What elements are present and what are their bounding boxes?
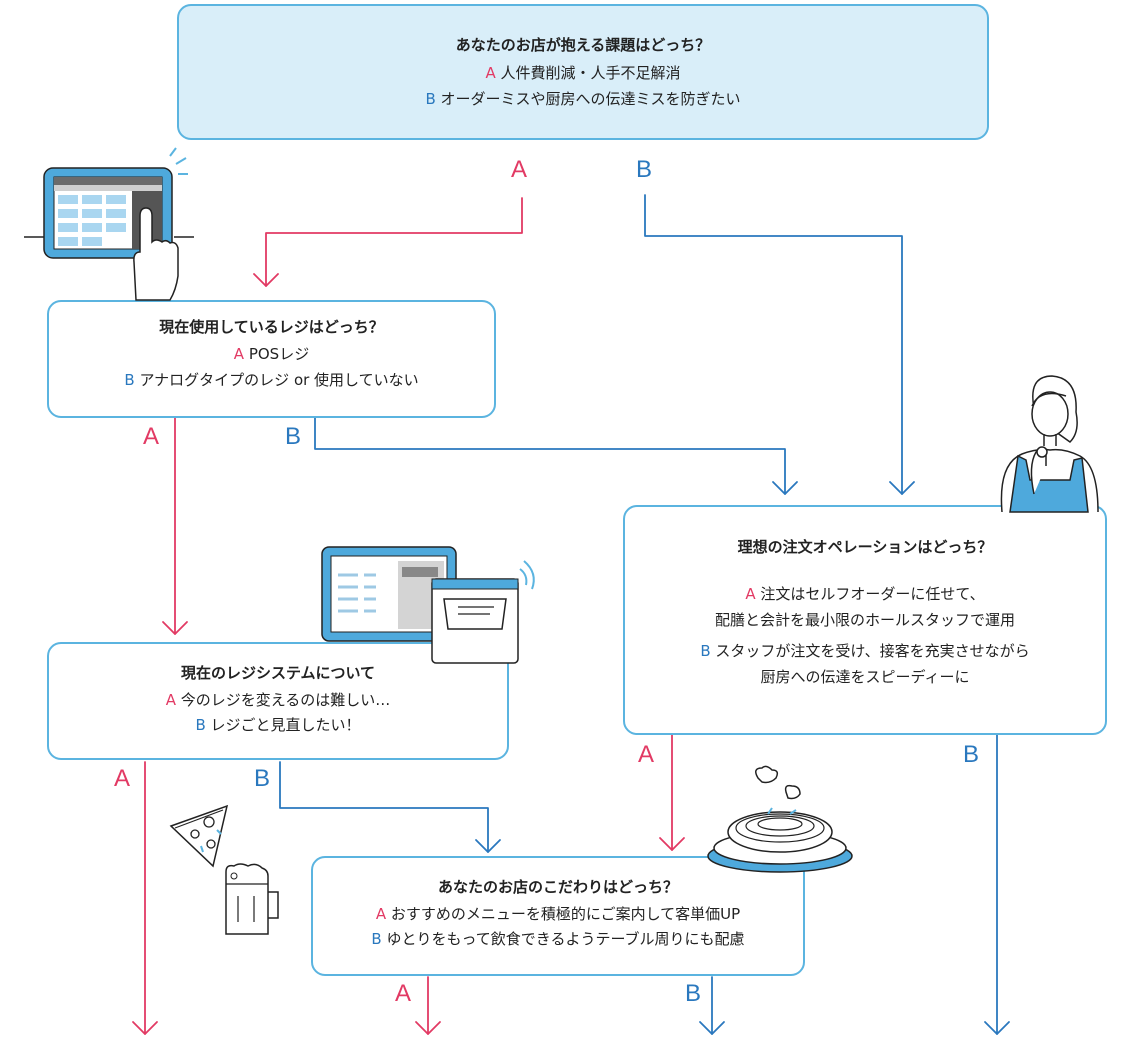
option-b-text: オーダーミスや厨房への伝達ミスを防ぎたい	[440, 90, 741, 108]
pizza-slice-icon	[169, 804, 229, 868]
question-box-q1: あなたのお店が抱える課題はどっち？ A 人件費削減・人手不足解消 B オーダーミ…	[177, 4, 989, 140]
option-b: B オーダーミスや厨房への伝達ミスを防ぎたい	[179, 92, 987, 107]
arrowhead-q4-a	[659, 837, 685, 851]
option-b: B スタッフが注文を受け、接客を充実させながら	[625, 644, 1105, 659]
arrowhead-q5-a	[415, 1021, 441, 1035]
branch-label-q4-b: B	[963, 741, 980, 768]
branch-label-q2-b: B	[285, 423, 302, 450]
option-letter-b: B	[371, 930, 382, 948]
option-letter-a: A	[485, 64, 496, 82]
branch-label-q5-a: A	[395, 980, 412, 1007]
option-b: B ゆとりをもって飲食できるようテーブル周りにも配慮	[313, 932, 803, 947]
arrowhead-q1-b	[889, 481, 915, 495]
arrowhead-q4-b	[984, 1021, 1010, 1035]
question-title: あなたのお店のこだわりはどっち？	[437, 878, 678, 896]
option-a-text-line1: 注文はセルフオーダーに任せて、	[760, 585, 985, 603]
option-b: B レジごと見直したい！	[49, 718, 507, 733]
connector-q1-b	[644, 194, 903, 495]
branch-label-q3-b: B	[254, 765, 271, 792]
question-box-q5: あなたのお店のこだわりはどっち？ A おすすめのメニューを積極的にご案内して客単…	[311, 856, 805, 976]
question-box-q2: 現在使用しているレジはどっち？ A POSレジ B アナログタイプのレジ or …	[47, 300, 496, 418]
arrowhead-q2-b	[772, 481, 798, 495]
branch-label-q1-b: B	[636, 156, 653, 183]
arrowhead-q3-b	[475, 839, 501, 853]
question-title: 理想の注文オペレーションはどっち？	[737, 538, 993, 556]
option-b: B アナログタイプのレジ or 使用していない	[49, 373, 494, 388]
question-title: 現在使用しているレジはどっち？	[159, 318, 384, 336]
option-a-text: おすすめのメニューを積極的にご案内して客単価UP	[390, 905, 741, 923]
option-a-text: 今のレジを変えるのは難しい…	[180, 691, 391, 709]
option-a-line2: 配膳と会計を最小限のホールスタッフで運用	[714, 611, 1015, 629]
beer-mug-icon	[225, 863, 279, 935]
arrowhead-q1-a	[253, 273, 279, 287]
branch-label-q4-a: A	[638, 741, 655, 768]
option-letter-a: A	[233, 345, 245, 363]
option-a-text: 人件費削減・人手不足解消	[500, 64, 681, 82]
connector-q3-b	[279, 761, 489, 853]
branch-label-q3-a: A	[114, 765, 131, 792]
option-letter-a: A	[745, 585, 756, 603]
question-box-q3: 現在のレジシステムについて A 今のレジを変えるのは難しい… B レジごと見直し…	[47, 642, 509, 760]
connector-q1-a	[265, 197, 523, 287]
connector-q2-b	[314, 417, 786, 495]
option-a: A おすすめのメニューを積極的にご案内して客単価UP	[313, 907, 803, 922]
option-b-text: ゆとりをもって飲食できるようテーブル周りにも配慮	[386, 930, 745, 948]
option-a: A 今のレジを変えるのは難しい…	[49, 693, 507, 708]
arrowhead-q5-b	[699, 1021, 725, 1035]
option-a: A 人件費削減・人手不足解消	[179, 66, 987, 81]
pasta-plate-icon	[707, 765, 853, 873]
option-letter-a: A	[375, 905, 387, 923]
woman-staff-icon	[1000, 375, 1099, 513]
question-title: 現在のレジシステムについて	[180, 664, 376, 682]
option-b-line2: 厨房への伝達をスピーディーに	[760, 668, 970, 686]
arrowhead-q3-a	[132, 1021, 158, 1035]
branch-label-q2-a: A	[143, 423, 160, 450]
option-b-text: レジごと見直したい！	[210, 716, 361, 734]
pos-register-icon	[321, 546, 535, 664]
option-letter-b: B	[124, 371, 135, 389]
question-title: あなたのお店が抱える課題はどっち？	[455, 36, 711, 54]
tablet-hand-icon	[24, 147, 194, 301]
option-letter-b: B	[700, 642, 711, 660]
option-letter-b: B	[425, 90, 436, 108]
branch-label-q1-a: A	[511, 156, 528, 183]
option-letter-b: B	[195, 716, 206, 734]
arrowhead-q2-a	[162, 621, 188, 635]
question-box-q4: 理想の注文オペレーションはどっち？ A 注文はセルフオーダーに任せて、 配膳と会…	[623, 505, 1107, 735]
option-b-text: アナログタイプのレジ or 使用していない	[139, 371, 419, 389]
option-a: A 注文はセルフオーダーに任せて、	[625, 587, 1105, 602]
option-letter-a: A	[165, 691, 176, 709]
option-b-text-line1: スタッフが注文を受け、接客を充実させながら	[715, 642, 1030, 660]
option-a-text: POSレジ	[248, 345, 310, 363]
option-a: A POSレジ	[49, 347, 494, 362]
branch-label-q5-b: B	[685, 980, 702, 1007]
